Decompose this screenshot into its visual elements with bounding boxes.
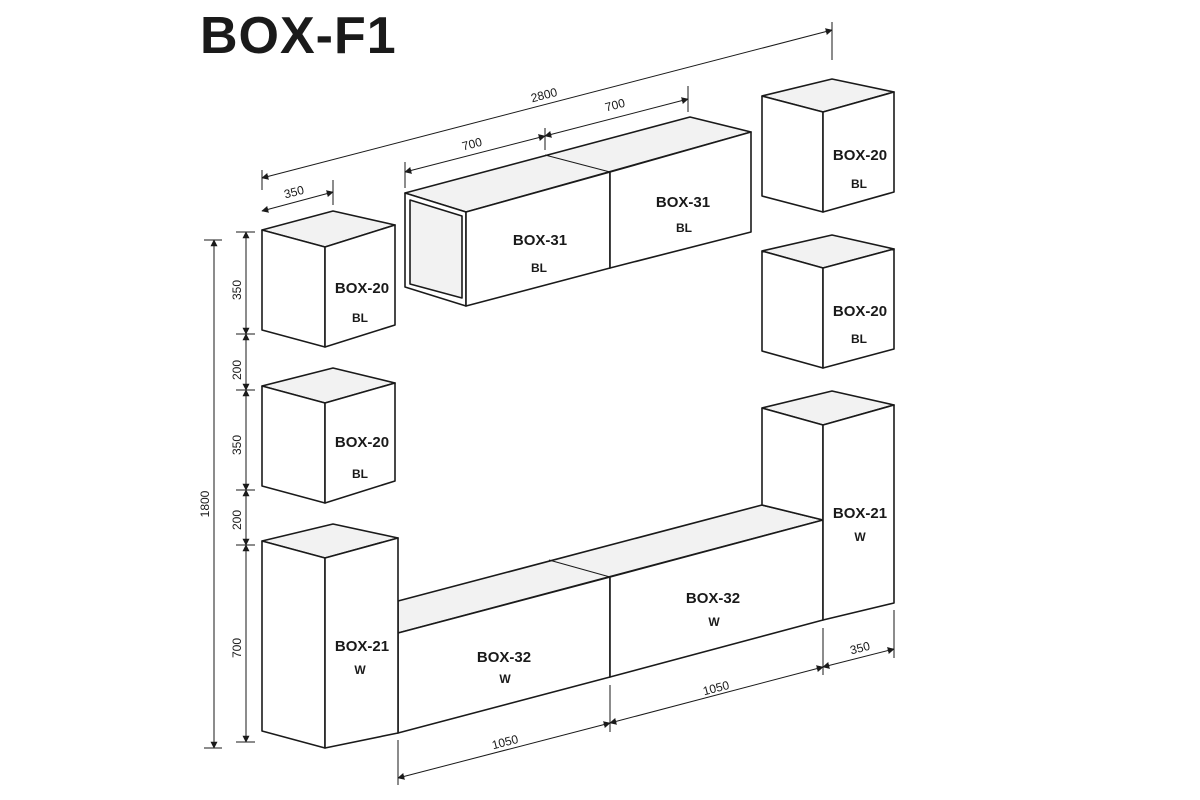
dimension-label: 350 bbox=[849, 639, 872, 658]
module-box-20-left-upper: BOX-20 BL bbox=[261, 210, 396, 348]
module-code: BL bbox=[531, 261, 547, 275]
module-code: W bbox=[354, 663, 366, 677]
dimension-top-left-700: 700 bbox=[404, 128, 546, 188]
module-code: BL bbox=[352, 467, 368, 481]
dimension-label: 200 bbox=[230, 360, 244, 380]
dimension-label: 700 bbox=[461, 135, 484, 154]
dimension-top-350: 350 bbox=[261, 180, 334, 213]
module-box-20-right-upper: BOX-20 BL bbox=[761, 78, 895, 213]
module-label: BOX-20 bbox=[833, 303, 887, 320]
module-box-21-left: BOX-21 W bbox=[261, 523, 399, 749]
module-box-31-pair: BOX-31 BL BOX-31 BL bbox=[404, 116, 752, 307]
dimension-label: 350 bbox=[283, 183, 306, 202]
module-label: BOX-21 bbox=[335, 638, 389, 655]
module-label: BOX-32 bbox=[477, 649, 531, 666]
dimension-bottom-350: 350 bbox=[822, 610, 895, 669]
dimension-label: 200 bbox=[230, 510, 244, 530]
module-label: BOX-20 bbox=[833, 147, 887, 164]
dimension-label: 700 bbox=[604, 96, 627, 115]
module-label: BOX-20 bbox=[335, 434, 389, 451]
module-box-20-left-lower: BOX-20 BL bbox=[261, 367, 396, 504]
module-label: BOX-32 bbox=[686, 590, 740, 607]
module-label: BOX-31 bbox=[513, 232, 567, 249]
dimension-label: 1050 bbox=[490, 732, 520, 752]
module-label: BOX-20 bbox=[335, 280, 389, 297]
module-code: BL bbox=[851, 332, 867, 346]
dimension-label: 1800 bbox=[198, 490, 212, 517]
dimension-label: 700 bbox=[230, 638, 244, 658]
module-code: BL bbox=[851, 177, 867, 191]
module-box-32-pair: BOX-32 W BOX-32 W bbox=[397, 504, 824, 734]
module-label: BOX-21 bbox=[833, 505, 887, 522]
module-code: W bbox=[708, 615, 720, 629]
dimension-total-height: 1800 bbox=[198, 239, 222, 749]
module-code: W bbox=[499, 672, 511, 686]
dimension-top-right-700: 700 bbox=[544, 86, 689, 138]
module-code: BL bbox=[676, 221, 692, 235]
module-code: W bbox=[854, 530, 866, 544]
dimension-label: 350 bbox=[230, 280, 244, 300]
module-box-21-right: BOX-21 W bbox=[761, 390, 895, 621]
module-box-20-right-lower: BOX-20 BL bbox=[761, 234, 895, 369]
module-code: BL bbox=[352, 311, 368, 325]
dimension-label: 350 bbox=[230, 435, 244, 455]
dimension-heights-stack: 350 200 350 200 700 bbox=[230, 231, 255, 743]
module-label: BOX-31 bbox=[656, 194, 710, 211]
dimension-label: 1050 bbox=[701, 678, 731, 698]
